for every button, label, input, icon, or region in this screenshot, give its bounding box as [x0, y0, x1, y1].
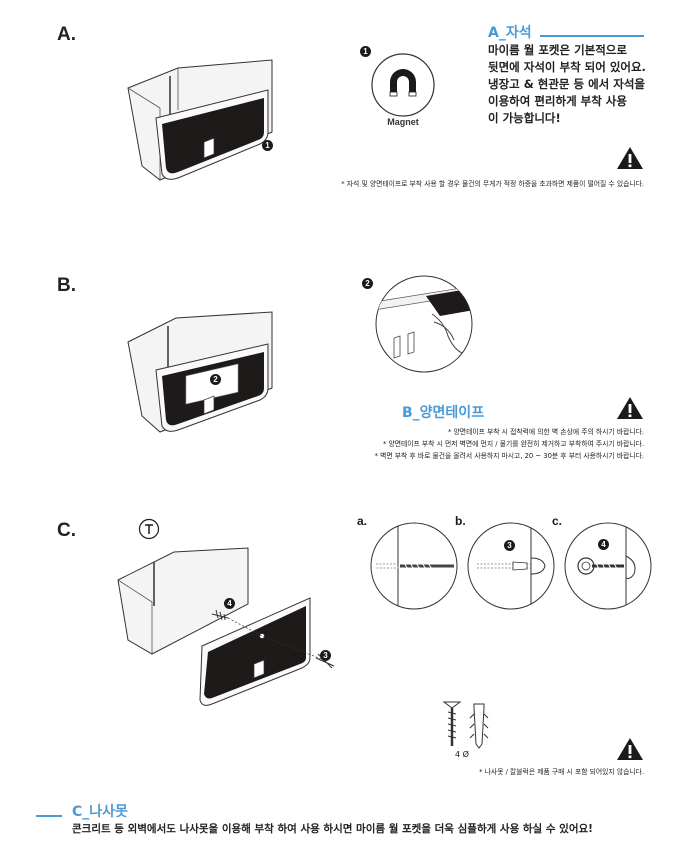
marker-3-step: 3: [504, 540, 515, 551]
marker-4-step: 4: [598, 539, 609, 550]
magnet-label: Magnet: [387, 117, 419, 127]
section-a-line: 이용하여 편리하게 부착 사용: [488, 94, 627, 108]
warning-icon: [617, 397, 643, 419]
pocket-tape-illustration: [127, 311, 273, 433]
section-a-line: 마이름 월 포켓은 기본적으로: [488, 43, 627, 57]
section-a-line: 뒷면에 자석이 부착 되어 있어요.: [488, 60, 646, 74]
pocket-screw-illustration: [117, 547, 335, 706]
pocket-magnet-illustration: [127, 59, 273, 181]
section-c-note: * 나사못 / 칼블럭은 제품 구매 시 포함 되어있지 않습니다.: [479, 768, 644, 776]
section-a-letter: A.: [57, 24, 76, 45]
section-b-note: * 벽면 부착 후 바로 물건을 올려서 사용하지 마시고, 20 ~ 30분 …: [374, 452, 644, 460]
section-c-rule: [36, 815, 62, 817]
section-b-title: B_양면테이프: [402, 405, 485, 421]
marker-3-pocket: 3: [320, 650, 331, 661]
section-b-note: * 양면테이프 부착 시 접착력에 의한 벽 손상에 주의 하시기 바랍니다.: [448, 428, 644, 436]
section-a-note: * 자석 및 양면테이프로 부착 사용 할 경우 물건의 무게가 적정 하중을 …: [341, 180, 644, 188]
section-a-rule: [540, 35, 644, 37]
warning-icon: [617, 738, 643, 760]
marker-1-pocket: 1: [262, 140, 273, 151]
section-b-letter: B.: [57, 275, 76, 296]
section-a-line: 이 가능합니다!: [488, 111, 561, 125]
marker-2-peel: 2: [362, 278, 373, 289]
section-a-title: A_자석: [488, 25, 532, 41]
screw-size-label: 4 Ø: [455, 750, 469, 759]
step-b-label: b.: [455, 514, 466, 528]
section-a-line: 냉장고 & 현관문 등 에서 자석을: [488, 77, 646, 91]
section-a-description: 마이름 월 포켓은 기본적으로 뒷면에 자석이 부착 되어 있어요. 냉장고 &…: [488, 42, 646, 127]
section-b-note: * 양면테이프 부착 시 먼저 벽면에 먼지 / 물기를 완전히 제거하고 부착…: [382, 440, 644, 448]
screw-and-anchor-icon: [442, 701, 489, 749]
marker-1-magnet: 1: [360, 46, 371, 57]
peel-tape-illustration: [375, 275, 473, 373]
section-c-letter: C.: [57, 520, 76, 541]
magnet-icon: [371, 53, 435, 117]
step-a-drill-illustration: [370, 522, 458, 610]
step-c-screw-illustration: [564, 522, 652, 610]
screw-head-icon: [138, 518, 160, 540]
section-c-title: C_나사못: [72, 804, 128, 820]
marker-2-pocket: 2: [210, 374, 221, 385]
marker-4-pocket: 4: [224, 598, 235, 609]
section-b-notes: * 양면테이프 부착 시 접착력에 의한 벽 손상에 주의 하시기 바랍니다. …: [375, 426, 644, 462]
step-c-label: c.: [552, 514, 563, 528]
warning-icon: [617, 147, 643, 169]
step-b-anchor-illustration: [467, 522, 555, 610]
section-c-body: 콘크리트 등 외벽에서도 나사못을 이용해 부착 하여 사용 하시면 마이름 월…: [72, 823, 593, 835]
step-a-label: a.: [357, 514, 368, 528]
